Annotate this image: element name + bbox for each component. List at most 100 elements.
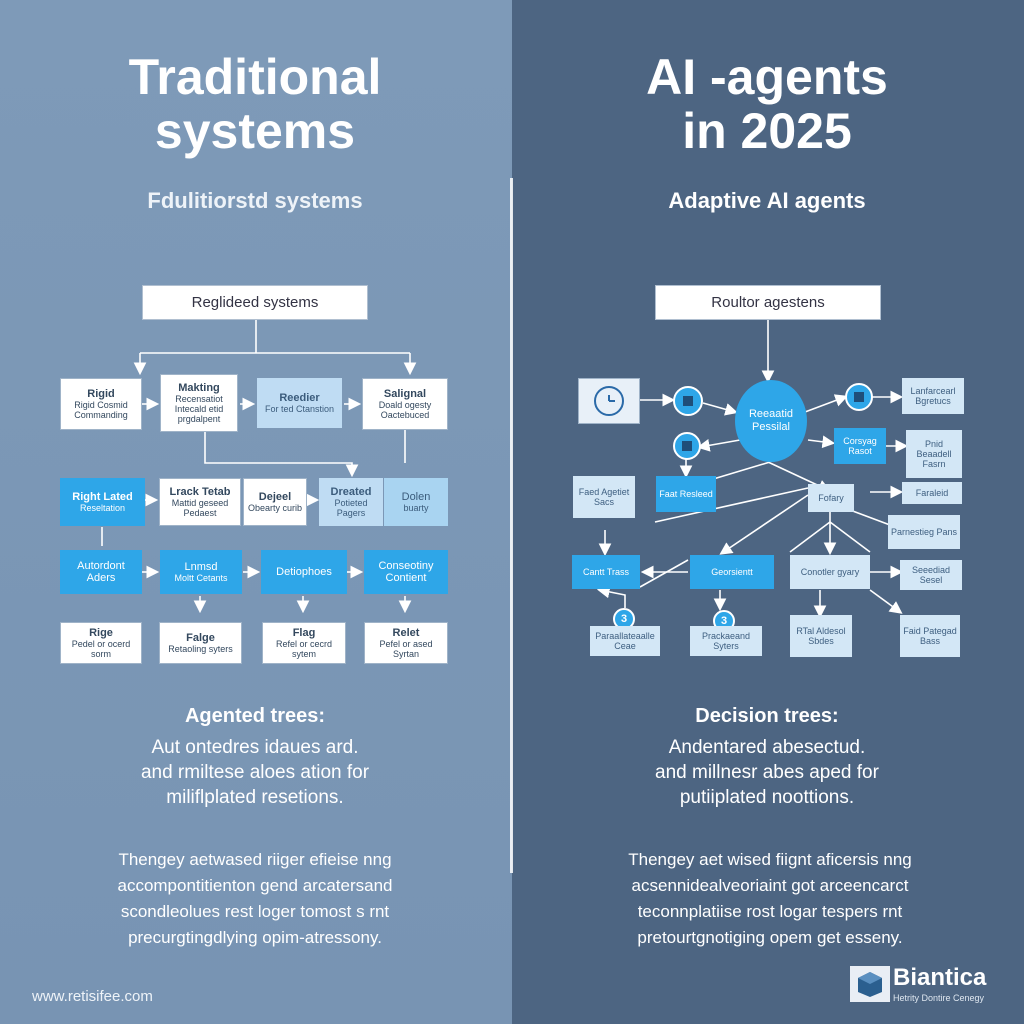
right-foot-line: acsennidealveoriaint got arceencarct [631,876,909,895]
box-title: Flag [292,627,316,639]
box-sub: Obearty curib [247,503,303,513]
box-title: Right Lated [72,491,133,503]
agent-icon-1 [673,386,703,416]
box-title: Salignal [383,388,427,400]
brand-logo-icon [850,966,890,1002]
left-row3-box-4: Conseotiny Contient [364,550,448,594]
left-row4-box-1: Rige Pedel or ocerd sorm [60,622,142,664]
box-title: Falge [186,632,215,644]
box-sub: Pedel or ocerd sorm [71,639,131,659]
box-sub: Recensatiot Intecald etid prgdalpent [174,394,224,424]
right-paragraph: Andentared abesectud. and millnesr abes … [552,735,982,810]
box-sub: Potieted Pagers [334,498,368,518]
left-footnote: Thengey aetwased riiger efieise nng acco… [30,847,480,951]
right-subtitle: Adaptive AI agents [668,188,866,213]
box-sub: Mattid geseed Pedaest [171,498,229,518]
left-row4-box-3: Flag Refel or cecrd sytem [262,622,346,664]
box-sub: Rigid Cosmid Commanding [74,400,128,420]
right-title-line1: AI -agents [646,49,888,105]
website-url[interactable]: www.retisifee.com [32,988,153,1005]
node-tr2: Pnid Beaadell Fasrn [906,430,962,478]
box-title: Rige [89,627,113,639]
box-title: Dejeel [258,491,292,503]
node-b3: RTal Aldesol Sbdes [790,615,852,657]
node-b2: Prackaeand Syters [690,626,762,656]
left-row1-box-1: Rigid Rigid Cosmid Commanding [60,378,142,430]
box-sub: For ted Ctanstion [264,404,335,414]
left-row2-box-1: Right Lated Reseltation [60,478,145,526]
left-row2-box-5: Dolen buarty [384,478,448,526]
left-foot-line: scondleolues rest loger tomost s rnt [120,902,390,921]
left-row3-box-1: Autordont Aders [60,550,142,594]
box-sub: Refel or cecrd sytem [275,639,333,659]
agent-icon-2 [845,383,873,411]
box-sub: Retaoling syters [168,644,233,654]
left-foot-line: Thengey aetwased riiger efieise nng [118,850,392,869]
agent-icon-3 [673,432,701,460]
left-row3-box-3: Detiophoes [261,550,347,594]
box-sub: Doald ogesty Oactebuced [378,400,432,420]
right-footnote: Thengey aet wised fiignt aficersis nng a… [550,847,990,951]
right-foot-line: Thengey aet wised fiignt aficersis nng [628,850,912,869]
box-title: Autordont Aders [77,560,125,584]
center-divider [510,178,513,873]
clock-hands-icon [608,395,615,402]
right-para-line: Andentared abesectud. [668,737,866,758]
left-row1-box-2: Makting Recensatiot Intecald etid prgdal… [160,374,238,432]
node-mid1: Corsyag Rasot [834,428,886,464]
node-right3: Faraleid [902,482,962,504]
brand-name: Biantica [893,964,987,991]
right-foot-line: teconnplatiise rost logar tespers rnt [637,902,903,921]
node-b1: Paraallateaalle Ceae [590,626,660,656]
node-cantt: Cantt Trass [572,555,640,589]
brand-tagline: Hetrity Dontire Cenegy [893,993,985,1003]
hub-node: Reeaatid Pessilal [735,380,807,462]
box-title: Lrack Tetab [169,486,231,498]
box-title: Dolen [401,491,431,503]
left-row4-box-4: Relet Pefel or ased Syrtan [364,622,448,664]
node-center: Fofary [808,484,854,512]
right-para-line: putiiplated noottions. [679,787,855,808]
right-top-box: Roultor agestens [655,285,881,320]
left-foot-line: precurgtingdlying opim-atressony. [128,928,382,947]
box-title: Dreated [330,486,372,498]
left-subtitle: Fdulitiorstd systems [147,188,363,213]
right-heading: Decision trees: [695,705,839,727]
cube-icon [854,392,864,402]
left-row2-box-2: Lrack Tetab Mattid geseed Pedaest [159,478,241,526]
left-top-box: Reglideed systems [142,285,368,320]
left-row1-box-3: Reedier For ted Ctanstion [257,378,342,428]
box-title: Relet [392,627,420,639]
left-row1-box-4: Salignal Doald ogesty Oactebuced [362,378,448,430]
right-para-line: and millnesr abes aped for [655,762,879,783]
box-title: Conseotiny Contient [378,560,434,584]
cube-icon [683,396,693,406]
node-left1: Faed Agetiet Sacs [573,476,635,518]
left-para-line: and rmiltese aloes ation for [140,762,370,783]
node-cs: Conotler gyary [790,555,870,589]
left-para-line: Aut ontedres idaues ard. [151,737,359,758]
box-title: Reedier [279,392,320,404]
box-title: Detiophoes [276,566,332,578]
clock-node [578,378,640,424]
node-left2: Faat Resleed [656,476,716,512]
right-foot-line: pretourtgnotiging opem get esseny. [637,928,903,947]
left-row3-box-2: Lnmsd Moltt Cetants [160,550,242,594]
cube-logo-icon [858,972,882,997]
left-foot-line: accompontitienton gend arcatersand [117,876,393,895]
left-title-line1: Traditional [128,49,382,105]
node-seed: Seeediad Sesel [900,560,962,590]
node-parn: Parnestieg Pans [888,515,960,549]
clock-icon [594,386,624,416]
box-sub: Pefel or ased Syrtan [379,639,433,659]
left-row4-box-2: Falge Retaoling syters [159,622,242,664]
box-sub: Moltt Cetants [174,573,228,583]
node-b4: Faid Pategad Bass [900,615,960,657]
box-title: Lnmsd [184,561,218,573]
left-paragraph: Aut ontedres idaues ard. and rmiltese al… [40,735,470,810]
cube-icon [682,441,692,451]
left-title: Traditional systems [30,50,480,158]
right-title: AI -agents in 2025 [542,50,992,158]
